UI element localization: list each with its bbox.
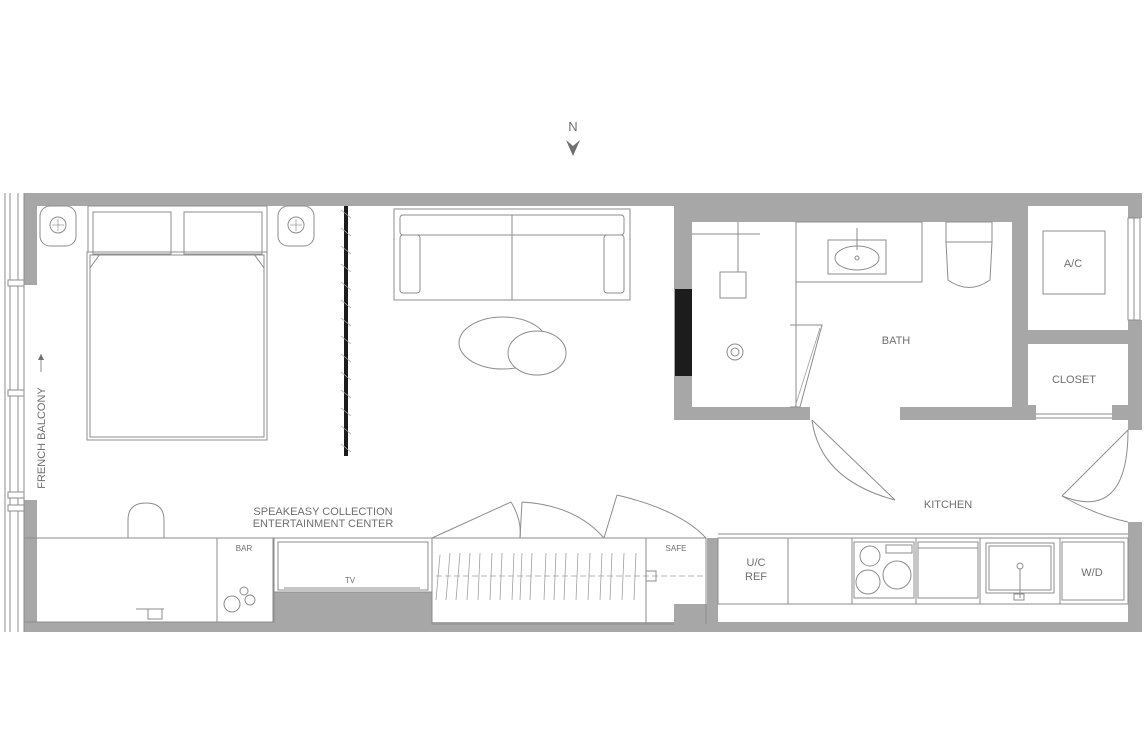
uc-ref-label-line1: U/C	[747, 557, 766, 569]
kitchen: KITCHEN U/C REF W/D	[717, 499, 1129, 605]
balcony-arrow-icon	[38, 354, 44, 360]
french-balcony-label: FRENCH BALCONY	[36, 387, 48, 489]
exterior-walls	[24, 193, 1142, 632]
sofa	[393, 208, 631, 376]
entertainment-label-line2: ENTERTAINMENT CENTER	[253, 518, 394, 530]
french-balcony-window: FRENCH BALCONY	[4, 193, 48, 632]
kitchen-label: KITCHEN	[924, 499, 972, 511]
north-compass: N	[566, 119, 580, 156]
wardrobe-doors	[431, 494, 707, 539]
uc-ref-label-line2: REF	[745, 571, 767, 583]
interior-walls	[674, 205, 1128, 606]
tv-label: TV	[345, 576, 356, 585]
bath-fixtures: BATH	[692, 221, 993, 408]
entertainment-center: SPEAKEASY COLLECTION ENTERTAINMENT CENTE…	[23, 502, 433, 623]
bath-pocket-panel	[675, 289, 692, 376]
safe-label: SAFE	[666, 544, 687, 553]
north-arrow-icon	[566, 140, 580, 156]
ac-label: A/C	[1064, 258, 1082, 270]
wd-label: W/D	[1081, 567, 1102, 579]
bath-door	[811, 419, 896, 501]
entry-door	[1061, 429, 1129, 523]
north-label: N	[568, 119, 577, 134]
bed	[39, 205, 315, 441]
room-divider	[340, 206, 352, 456]
bar-label: BAR	[236, 544, 253, 553]
wardrobe: SAFE	[431, 537, 707, 625]
closet-label: CLOSET	[1052, 374, 1096, 386]
bath-label: BATH	[882, 335, 911, 347]
entertainment-label-line1: SPEAKEASY COLLECTION	[253, 506, 392, 518]
ac-closet: A/C CLOSET	[1036, 217, 1141, 419]
